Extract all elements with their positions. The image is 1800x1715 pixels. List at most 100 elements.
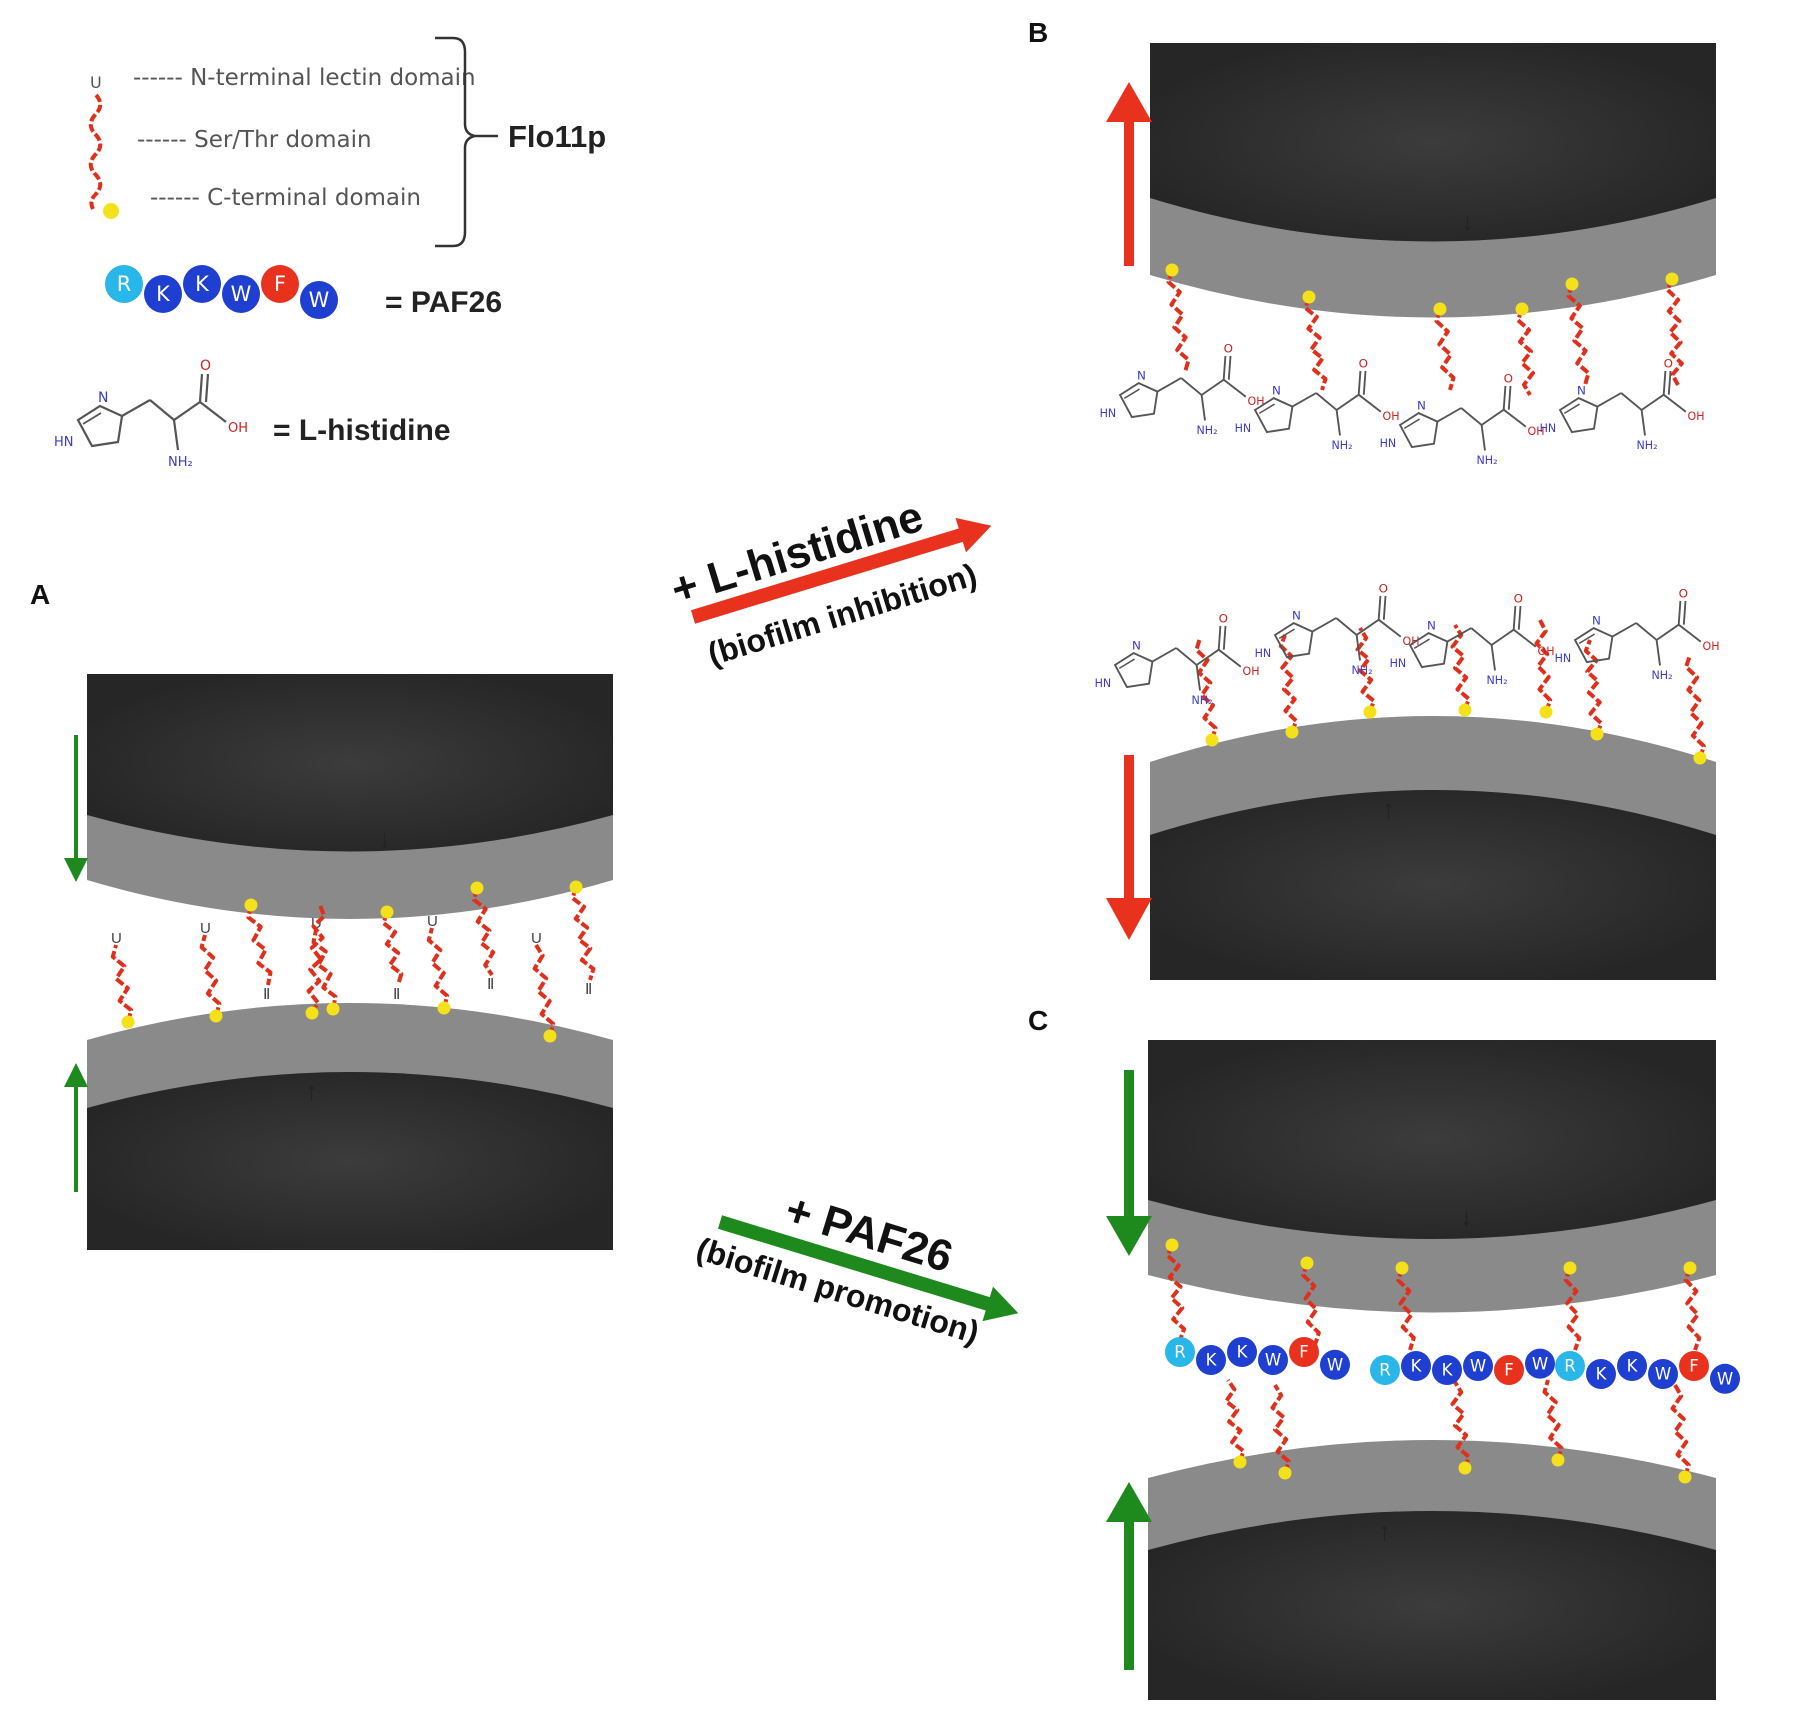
paf26-arrow	[717, 1215, 1019, 1322]
panel-b-micrographs	[1150, 43, 1716, 980]
svg-text:O: O	[1224, 342, 1233, 356]
flo11-adhesin	[1355, 626, 1377, 719]
paf26-residue: W	[1320, 1349, 1350, 1380]
c-terminal-anchor	[1395, 1261, 1409, 1275]
svg-text:HN: HN	[1380, 437, 1397, 450]
flo11-adhesin: U	[110, 930, 135, 1029]
paf26-residue: F	[1289, 1337, 1319, 1367]
panel-c-arrow-up	[1106, 1482, 1152, 1670]
paf26-residue: W	[300, 281, 338, 319]
c-terminal-anchor	[380, 905, 394, 919]
svg-text:K: K	[1627, 1357, 1639, 1376]
svg-text:W: W	[231, 282, 252, 306]
svg-text:W: W	[1655, 1365, 1671, 1384]
legend-ser-thr: ------ Ser/Thr domain	[137, 127, 372, 153]
n-terminal-lectin: U	[111, 930, 122, 947]
paf26-residue: W	[1648, 1359, 1678, 1389]
svg-text:N: N	[98, 390, 108, 406]
paf26-residue: W	[222, 275, 260, 313]
panel-b-bound-histidine: NHNOOHNH₂NHNOOHNH₂NHNOOHNH₂NHNOOHNH₂NHNO…	[1095, 342, 1720, 708]
c-terminal-anchor	[1458, 1461, 1472, 1475]
svg-text:NH₂: NH₂	[1352, 664, 1373, 677]
panel-label-b: B	[1028, 17, 1048, 48]
svg-text:W: W	[1265, 1351, 1281, 1370]
svg-text:K: K	[1596, 1365, 1608, 1384]
svg-text:O: O	[1664, 357, 1673, 371]
flo11-adhesin: Ⅱ	[470, 881, 496, 993]
flo11-adhesin	[1565, 277, 1591, 386]
svg-text:R: R	[1379, 1361, 1390, 1380]
svg-text:K: K	[1411, 1357, 1423, 1376]
c-terminal-anchor	[209, 1009, 223, 1023]
panel-label-a: A	[30, 579, 50, 610]
flo11p-label: Flo11p	[508, 119, 606, 154]
svg-text:HN: HN	[1255, 647, 1272, 660]
paf26-residue: R	[1165, 1337, 1195, 1367]
flo11-adhesin	[1165, 1238, 1187, 1341]
svg-text:OH: OH	[1703, 640, 1720, 653]
svg-text:N: N	[1417, 399, 1426, 413]
svg-text:K: K	[1237, 1343, 1249, 1362]
paf26-residue: F	[261, 265, 299, 303]
c-terminal-anchor	[1300, 1256, 1314, 1270]
flo11-adhesin	[1278, 634, 1299, 739]
c-terminal-anchor	[1551, 1453, 1565, 1467]
flo11-adhesin	[1450, 1380, 1472, 1475]
n-terminal-lectin: U	[200, 920, 211, 937]
svg-text:U: U	[90, 73, 102, 92]
svg-text:HN: HN	[54, 435, 74, 450]
svg-text:OH: OH	[1538, 645, 1555, 658]
c-terminal-anchor	[1590, 727, 1604, 741]
flo11-adhesin: Ⅱ	[380, 905, 404, 1003]
paf26-residue: W	[1710, 1363, 1740, 1394]
svg-text:K: K	[195, 272, 210, 296]
c-terminal-anchor	[543, 1029, 557, 1043]
paf26-residue: K	[1586, 1359, 1616, 1389]
histidine-arrow	[690, 517, 992, 624]
svg-text:W: W	[1532, 1354, 1548, 1373]
flo11-adhesin	[1670, 1384, 1692, 1484]
paf26-residue: K	[1401, 1351, 1431, 1381]
cell-wall-marker-c-bottom: ↑	[1378, 1516, 1391, 1546]
panel-b-arrow-up	[1106, 82, 1152, 266]
paf26-residue: K	[144, 275, 182, 313]
flo11-adhesin	[1224, 1378, 1247, 1469]
svg-text:N: N	[1577, 384, 1586, 398]
c-terminal-anchor	[1165, 1238, 1179, 1252]
flo11-adhesin	[1563, 1261, 1582, 1351]
paf26-residue: F	[1494, 1355, 1524, 1385]
c-terminal-anchor	[1233, 1455, 1247, 1469]
svg-text:HN: HN	[1390, 657, 1407, 670]
flo11-adhesin: Ⅱ	[569, 880, 596, 998]
legend-n-terminal: ------ N-terminal lectin domain	[133, 65, 476, 91]
svg-text:K: K	[1206, 1351, 1218, 1370]
c-terminal-anchor	[244, 898, 258, 912]
flo11-adhesin	[1433, 302, 1456, 391]
flo11-adhesin	[1302, 290, 1328, 391]
svg-text:W: W	[1327, 1356, 1343, 1375]
svg-text:O: O	[1504, 372, 1513, 386]
paf26-residue: W	[1525, 1348, 1555, 1379]
svg-text:R: R	[117, 272, 132, 296]
c-terminal-anchor	[1683, 1261, 1697, 1275]
cell-wall-marker-b-top: ↓	[1461, 206, 1474, 236]
svg-text:OH: OH	[1383, 410, 1400, 423]
paf26-residue: W	[1258, 1345, 1288, 1375]
panel-b: ↓ ↑ NHNOOHNH₂NHNOOHNH₂NHNOOHNH₂NHNOOHNH₂…	[1095, 43, 1720, 980]
c-terminal-anchor	[1433, 302, 1447, 316]
n-terminal-lectin: Ⅱ	[487, 976, 494, 993]
flo11-adhesin	[1300, 1256, 1321, 1346]
legend: U ------ N-terminal lectin domain ------…	[54, 36, 606, 470]
cell-wall-marker-c-top: ↓	[1460, 1201, 1473, 1231]
paf26-residue: R	[1370, 1355, 1400, 1385]
n-terminal-lectin: Ⅱ	[263, 986, 270, 1003]
svg-text:HN: HN	[1100, 407, 1117, 420]
svg-text:O: O	[1679, 587, 1688, 601]
flo11-adhesin	[1395, 1261, 1416, 1351]
panel-c-flo11-adhesins	[1165, 1238, 1702, 1484]
svg-text:N: N	[1592, 614, 1601, 628]
svg-text:OH: OH	[1403, 635, 1420, 648]
